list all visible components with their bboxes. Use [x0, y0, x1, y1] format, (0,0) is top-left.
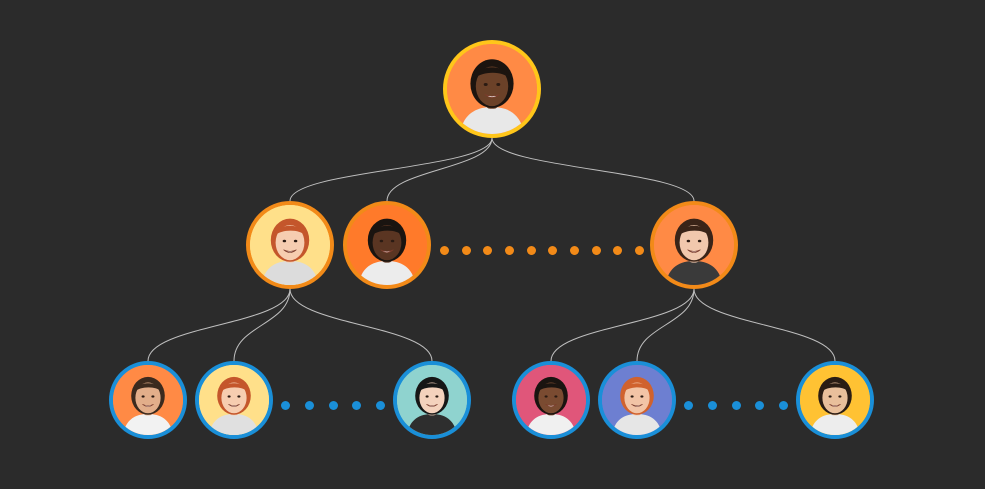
ellipsis-dot [569, 245, 579, 255]
connector-l2a-l3a [147, 288, 291, 362]
level3-ellipsis-left [281, 400, 385, 410]
person-avatar-icon [800, 365, 870, 435]
ellipsis-dot [504, 245, 514, 255]
ellipsis-dot [591, 245, 601, 255]
ellipsis-dot [634, 245, 644, 255]
connector-l2c-l3f [693, 288, 836, 362]
person-node-l3b [195, 361, 273, 439]
person-node-l3c [393, 361, 471, 439]
person-node-l3e [598, 361, 676, 439]
connector-root-l2c [491, 137, 695, 202]
ellipsis-dot [755, 400, 765, 410]
person-avatar-icon [654, 205, 734, 285]
ellipsis-dot [281, 400, 290, 410]
ellipsis-dot [440, 245, 449, 255]
ellipsis-dot [526, 245, 536, 255]
connector-l2c-l3e [636, 288, 695, 362]
level2-ellipsis [440, 245, 644, 255]
connector-l2a-l3c [289, 288, 433, 362]
person-avatar-icon [516, 365, 586, 435]
person-node-l3d [512, 361, 590, 439]
ellipsis-dot [352, 400, 362, 410]
ellipsis-dot [613, 245, 623, 255]
ellipsis-dot [707, 400, 717, 410]
person-node-root [443, 40, 541, 138]
person-avatar-icon [397, 365, 467, 435]
ellipsis-dot [779, 400, 788, 410]
person-node-l2b [343, 201, 431, 289]
ellipsis-dot [731, 400, 741, 410]
ellipsis-dot [483, 245, 493, 255]
person-avatar-icon [199, 365, 269, 435]
connector-l2a-l3b [233, 288, 291, 362]
ellipsis-dot [461, 245, 471, 255]
ellipsis-dot [684, 400, 693, 410]
person-avatar-icon [447, 44, 537, 134]
person-avatar-icon [602, 365, 672, 435]
person-node-l2a [246, 201, 334, 289]
person-node-l2c [650, 201, 738, 289]
person-node-l3a [109, 361, 187, 439]
connector-root-l2a [289, 137, 493, 202]
person-avatar-icon [113, 365, 183, 435]
ellipsis-dot [304, 400, 314, 410]
ellipsis-dot [328, 400, 338, 410]
person-avatar-icon [250, 205, 330, 285]
person-node-l3f [796, 361, 874, 439]
level3-ellipsis-right [684, 400, 788, 410]
person-avatar-icon [347, 205, 427, 285]
ellipsis-dot [376, 400, 385, 410]
connector-l2c-l3d [550, 288, 695, 362]
ellipsis-dot [548, 245, 558, 255]
connector-root-l2b [386, 137, 493, 202]
